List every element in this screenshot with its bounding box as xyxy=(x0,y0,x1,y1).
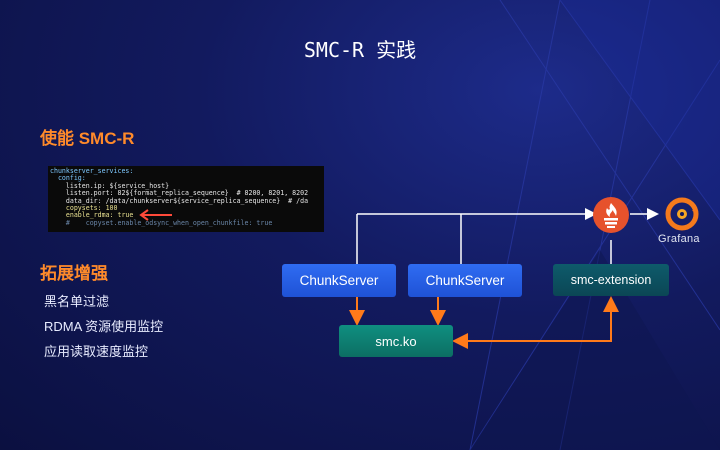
config-code-block: chunkserver_services: config: listen.ip:… xyxy=(48,166,324,232)
extend-item-rdma-monitor: RDMA 资源使用监控 xyxy=(44,319,164,334)
code-line-3: listen.ip: ${service_host} xyxy=(50,181,170,190)
extend-item-blacklist: 黑名单过滤 xyxy=(44,294,110,309)
code-line-8: # copyset.enable_odsync_when_open_chunkf… xyxy=(50,218,273,227)
page-title: SMC-R 实践 xyxy=(303,38,417,62)
grafana-icon xyxy=(665,197,699,231)
code-line-6: copysets: 100 xyxy=(50,204,118,213)
code-line-1: chunkserver_services: xyxy=(50,167,134,175)
grafana-label: Grafana xyxy=(658,233,700,245)
code-line-5: data_dir: /data/chunkserver${service_rep… xyxy=(50,196,309,205)
smc-ko-box: smc.ko xyxy=(339,325,453,357)
chunkserver-box-1: ChunkServer xyxy=(282,264,396,297)
highlight-arrow-icon xyxy=(139,209,172,221)
extend-item-read-speed: 应用读取速度监控 xyxy=(44,344,149,359)
extend-heading: 拓展增强 xyxy=(40,264,108,283)
enable-heading: 使能 SMC-R xyxy=(40,129,135,148)
prometheus-icon xyxy=(593,197,629,233)
code-line-2: config: xyxy=(50,174,86,183)
code-line-4: listen.port: 82${format_replica_sequence… xyxy=(50,189,309,198)
smc-extension-box: smc-extension xyxy=(553,264,669,296)
code-line-7: enable_rdma: true xyxy=(50,211,134,220)
chunkserver-box-2: ChunkServer xyxy=(408,264,522,297)
